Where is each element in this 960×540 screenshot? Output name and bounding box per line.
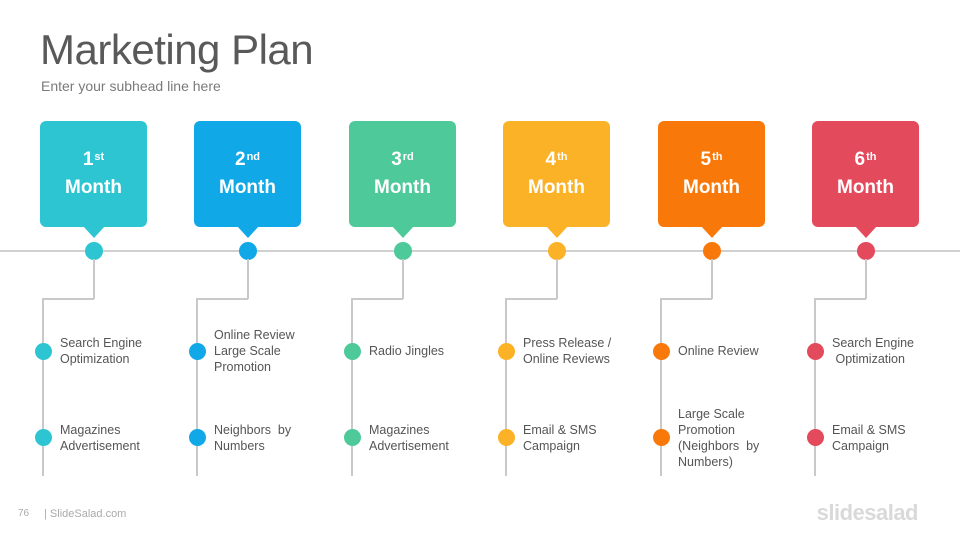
month-label: Month (683, 177, 740, 198)
ordinal-suffix: th (712, 151, 723, 163)
month-label: Month (219, 177, 276, 198)
item-bullet (343, 429, 361, 446)
item-bullet (806, 343, 824, 360)
ordinal-suffix: rd (402, 151, 414, 163)
month-label: Month (374, 177, 431, 198)
ordinal-number: 4 (545, 149, 557, 170)
item-bullet (188, 429, 206, 446)
ordinal-number: 3 (391, 149, 402, 170)
item-text: Press Release / Online Reviews (523, 336, 612, 366)
connector-vertical-list (351, 298, 353, 476)
callout-pointer (545, 226, 568, 238)
callout-pointer (854, 226, 877, 238)
item-text: Radio Jingles (369, 344, 445, 358)
connector-vertical-list (814, 298, 816, 476)
slide-title: Marketing Plan (40, 26, 314, 73)
item-text: Online Review (678, 344, 759, 358)
month-ordinal: 4th (503, 149, 610, 171)
item-text: Online Review Large Scale Promotion (214, 328, 295, 374)
connector-vertical-top (864, 259, 867, 299)
page-number: 76 (18, 508, 30, 519)
item-text: Magazines Advertisement (369, 423, 449, 453)
item-bullet (652, 343, 670, 360)
month-ordinal: 2nd (194, 149, 301, 171)
connector-vertical-top (246, 259, 249, 299)
item-bullet (188, 343, 206, 360)
connector-horizontal (660, 298, 712, 300)
timeline-dot-5 (702, 242, 721, 260)
connector-vertical-top (555, 259, 558, 299)
item-bullet (497, 343, 515, 360)
slide-subhead: Enter your subhead line here (41, 78, 221, 94)
slidesalad-logo: slidesalad (816, 500, 919, 525)
month-ordinal: 3rd (349, 149, 456, 171)
ordinal-suffix: nd (246, 151, 261, 163)
connector-vertical-list (505, 298, 507, 476)
item-bullet (34, 343, 52, 360)
month-label: Month (528, 177, 585, 198)
callout-pointer (700, 226, 723, 238)
connector-vertical-top (710, 259, 713, 299)
item-bullet (34, 429, 52, 446)
month-ordinal: 6th (812, 149, 919, 171)
timeline-dot-4 (547, 242, 566, 260)
callout-pointer (82, 226, 105, 238)
timeline-dot-1 (84, 242, 103, 260)
connector-horizontal (42, 298, 94, 300)
item-text: Email & SMS Campaign (523, 423, 597, 453)
item-bullet (497, 429, 515, 446)
timeline-dot-6 (856, 242, 875, 260)
ordinal-suffix: th (866, 151, 877, 163)
connector-vertical-top (401, 259, 404, 299)
month-ordinal: 5th (658, 149, 765, 171)
connector-vertical-list (660, 298, 662, 476)
item-text: Large Scale Promotion (Neighbors by Numb… (678, 407, 760, 469)
connector-horizontal (505, 298, 557, 300)
callout-pointer (391, 226, 414, 238)
timeline-dot-3 (393, 242, 412, 260)
ordinal-suffix: th (557, 151, 568, 163)
ordinal-suffix: st (94, 151, 105, 163)
connector-horizontal (351, 298, 403, 300)
item-text: Magazines Advertisement (60, 423, 140, 453)
timeline-dot-2 (238, 242, 257, 260)
timeline-line (0, 250, 960, 252)
item-bullet (652, 429, 670, 446)
item-text: Neighbors by Numbers (214, 423, 292, 453)
item-text: Email & SMS Campaign (832, 423, 906, 453)
ordinal-number: 2 (234, 149, 246, 170)
item-text: Search Engine Optimization (60, 336, 143, 366)
item-text: Search Engine Optimization (832, 336, 915, 366)
ordinal-number: 6 (854, 149, 866, 170)
item-bullet (806, 429, 824, 446)
connector-horizontal (814, 298, 866, 300)
month-ordinal: 1st (40, 149, 147, 171)
callout-pointer (236, 226, 259, 238)
connector-vertical-list (196, 298, 198, 476)
connector-horizontal (196, 298, 248, 300)
month-label: Month (65, 177, 122, 198)
ordinal-number: 1 (82, 149, 94, 170)
footer-site: | SlideSalad.com (44, 508, 127, 520)
item-bullet (343, 343, 361, 360)
connector-vertical-list (42, 298, 44, 476)
ordinal-number: 5 (700, 149, 712, 170)
connector-vertical-top (92, 259, 95, 299)
month-label: Month (837, 177, 894, 198)
